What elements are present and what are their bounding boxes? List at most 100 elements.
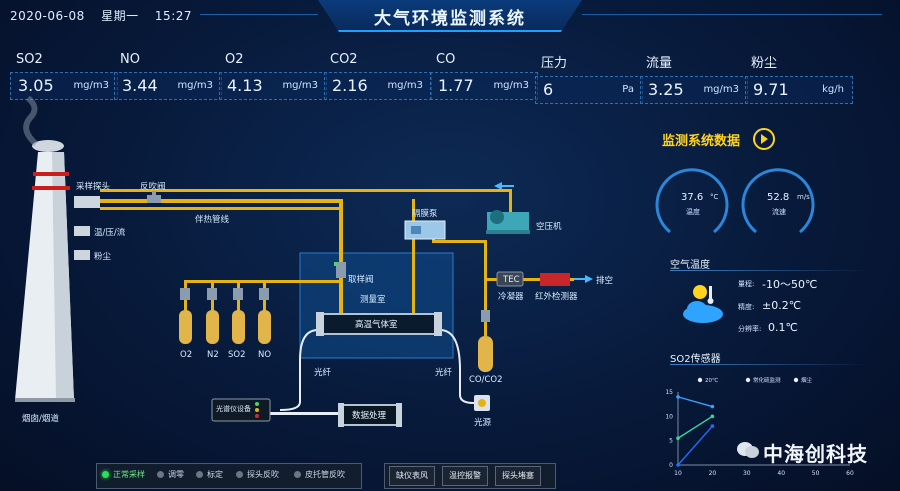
air-compressor-label: 空压机	[536, 222, 562, 232]
gas-cylinders	[179, 310, 493, 372]
metric-unit: Pa	[622, 84, 634, 95]
metric-value: 4.13	[227, 76, 263, 95]
metric-name: 粉尘	[751, 56, 778, 71]
header-line-left	[200, 14, 318, 15]
diaphragm-pump-label: 隔膜泵	[412, 209, 438, 219]
sample-probe	[74, 196, 100, 208]
data-processing-icon	[338, 403, 402, 427]
alarm-probe-blocked[interactable]: 探头堵塞	[495, 466, 541, 486]
sampling-valve-icon	[334, 262, 346, 278]
monitor-data-title: 监测系统数据	[662, 134, 741, 149]
metric-name: O2	[225, 52, 244, 67]
chimney-label: 烟囱/烟道	[22, 414, 59, 424]
air-temp-title: 空气温度	[670, 260, 710, 271]
measuring-room-box	[299, 252, 454, 359]
arrow-right-icon	[585, 275, 593, 283]
gas-n2-label: N2	[207, 350, 219, 360]
dust-label: 粉尘	[94, 252, 112, 262]
ir-detector-label: 红外检测器	[535, 292, 578, 302]
tec-label: TEC	[503, 275, 520, 285]
series-line	[677, 425, 713, 466]
legend-label: 20℃	[705, 377, 718, 384]
datetime: 2020-06-08 星期一 15:27	[10, 7, 204, 24]
wechat-icon	[737, 442, 759, 458]
normal-sampling-button[interactable]: 正常采样	[102, 467, 145, 483]
metric-unit: mg/m3	[387, 80, 423, 91]
zero-button[interactable]: 调零	[157, 467, 184, 483]
gauge-flow-label: 流速	[772, 208, 786, 216]
metric-name: CO	[436, 52, 456, 67]
button-label: 标定	[207, 470, 223, 479]
fiber-line-left	[279, 329, 319, 411]
cooler-label: 冷凝器	[498, 292, 524, 302]
heat-tracing-label: 伴热管线	[195, 215, 230, 225]
status-dot-icon	[294, 471, 301, 478]
header-line-right	[582, 14, 882, 15]
sensor-divider	[670, 364, 870, 365]
temp-press-flow-label: 温/压/流	[94, 228, 126, 238]
top-bar: 2020-06-08 星期一 15:27 大气环境监测系统	[0, 0, 900, 32]
alarm-instrument-air[interactable]: 缺仪表风	[389, 466, 435, 486]
light-source-label: 光源	[474, 418, 492, 428]
legend-marker	[745, 377, 751, 383]
page-title: 大气环境监测系统	[374, 9, 526, 29]
play-icon[interactable]	[753, 128, 775, 150]
metric-unit: mg/m3	[493, 80, 529, 91]
legend-label: 常化硫监测	[753, 376, 781, 384]
metric-name: SO2	[16, 52, 43, 67]
probe-backflush-button[interactable]: 探头反吹	[236, 467, 279, 483]
weather-icon	[683, 285, 723, 323]
arrow-left-shaft	[502, 185, 514, 187]
backflush-valve-icon	[147, 191, 161, 203]
arrow-left-icon	[494, 182, 502, 190]
brand-name: 中海创科技	[763, 442, 868, 466]
data-point	[710, 424, 715, 428]
cooler-icon	[496, 271, 524, 287]
y-tick-label: 5	[669, 438, 673, 445]
data-point	[676, 463, 680, 467]
sample-probe-label: 采样探头	[76, 182, 111, 192]
x-tick-label: 10	[674, 470, 682, 477]
control-bar	[96, 463, 362, 489]
metric-value: 3.25	[648, 80, 684, 99]
range-value: -10～50℃	[762, 278, 818, 291]
gas-no-label: NO	[258, 350, 272, 360]
metric-unit: mg/m3	[177, 80, 213, 91]
calibrate-button[interactable]: 标定	[196, 467, 223, 483]
ir-detector-icon	[540, 273, 570, 286]
data-link	[270, 412, 342, 415]
x-tick-label: 60	[846, 470, 854, 477]
metric-unit: mg/m3	[282, 80, 318, 91]
backflush-valve-label: 反吹阀	[140, 182, 166, 192]
alarm-temp-control[interactable]: 温控报警	[442, 466, 488, 486]
data-point	[676, 436, 680, 441]
status-dot-icon	[236, 471, 243, 478]
metric-value: 3.05	[18, 76, 54, 95]
legend-label: 烟尘	[801, 376, 813, 384]
data-processing-label: 数据处理	[352, 411, 387, 421]
gas-cell-icon	[316, 312, 442, 336]
fiber-right-label: 光纤	[435, 368, 453, 378]
fiber-left-label: 光纤	[314, 368, 332, 378]
button-label: 正常采样	[113, 470, 145, 479]
exhaust-label: 排空	[596, 276, 614, 286]
accuracy-value: ±0.2℃	[762, 299, 802, 312]
resolution-label: 分辨率:	[738, 325, 762, 333]
metric-name: NO	[120, 52, 140, 67]
arrow-right-shaft	[574, 278, 586, 280]
title-banner	[318, 0, 582, 32]
temp-probe	[74, 226, 90, 236]
pitot-backflush-button[interactable]: 皮托管反吹	[294, 467, 345, 483]
y-tick-label: 0	[669, 462, 673, 469]
metric-value: 9.71	[753, 80, 789, 99]
status-dot-icon	[102, 471, 109, 478]
gauge-flow-value: 52.8	[767, 192, 790, 203]
gauge-arc-flow	[741, 168, 815, 234]
